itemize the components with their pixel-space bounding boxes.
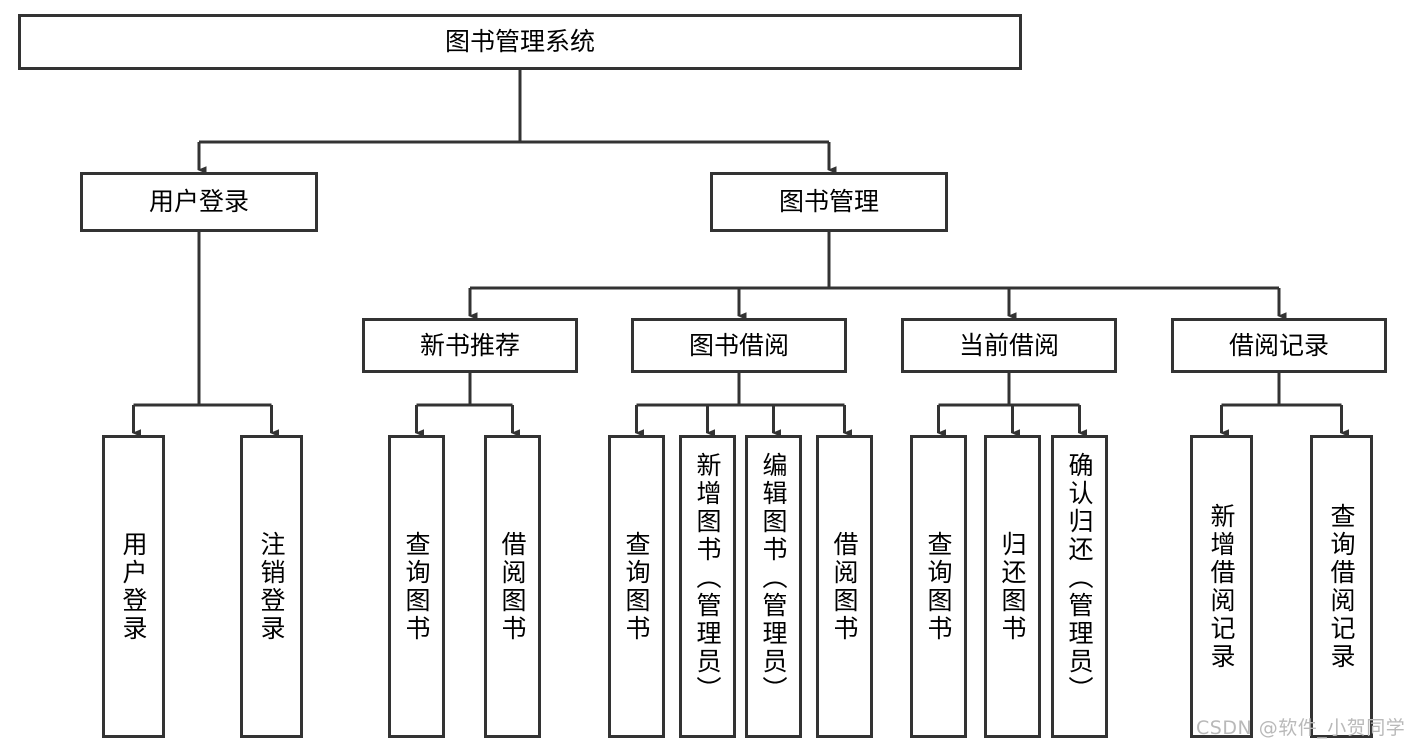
node-root[interactable]: 图书管理系统 — [18, 14, 1022, 70]
node-label: 确认归还（管理员） — [1065, 452, 1094, 704]
node-label: 借阅图书 — [830, 530, 859, 643]
node-label: 查询图书 — [402, 530, 431, 643]
node-label: 图书管理系统 — [444, 27, 595, 57]
csdn-watermark: CSDN @软件_小贺同学 — [1196, 717, 1405, 739]
node-book-manage[interactable]: 图书管理 — [710, 172, 948, 232]
node-label: 编辑图书（管理员） — [759, 452, 788, 704]
node-leaf-cb-query-book[interactable]: 查询图书 — [910, 435, 967, 738]
node-leaf-br-query-record[interactable]: 查询借阅记录 — [1310, 435, 1373, 738]
node-leaf-br-add-record[interactable]: 新增借阅记录 — [1190, 435, 1253, 738]
node-label: 当前借阅 — [958, 330, 1059, 360]
node-leaf-cb-return-book[interactable]: 归还图书 — [984, 435, 1041, 738]
node-leaf-bb-add-book[interactable]: 新增图书（管理员） — [679, 435, 736, 738]
node-leaf-rec-query-book[interactable]: 查询图书 — [388, 435, 445, 738]
node-leaf-user-login[interactable]: 用户登录 — [102, 435, 165, 738]
node-current-borrow[interactable]: 当前借阅 — [901, 318, 1117, 373]
node-label: 查询图书 — [622, 530, 651, 643]
node-book-borrow[interactable]: 图书借阅 — [631, 318, 847, 373]
node-label: 图书借阅 — [688, 330, 789, 360]
node-label: 图书管理 — [778, 187, 879, 217]
node-label: 注销登录 — [257, 530, 286, 643]
node-label: 新增借阅记录 — [1207, 502, 1236, 671]
node-user-login[interactable]: 用户登录 — [80, 172, 318, 232]
node-label: 借阅图书 — [498, 530, 527, 643]
node-label: 查询图书 — [924, 530, 953, 643]
node-leaf-rec-borrow-book[interactable]: 借阅图书 — [484, 435, 541, 738]
node-leaf-user-logout[interactable]: 注销登录 — [240, 435, 303, 738]
node-label: 归还图书 — [998, 530, 1027, 643]
node-label: 借阅记录 — [1228, 330, 1329, 360]
node-label: 新书推荐 — [419, 330, 520, 360]
node-leaf-cb-confirm-return[interactable]: 确认归还（管理员） — [1051, 435, 1108, 738]
node-label: 用户登录 — [148, 187, 249, 217]
node-borrow-record[interactable]: 借阅记录 — [1171, 318, 1387, 373]
node-leaf-bb-edit-book[interactable]: 编辑图书（管理员） — [745, 435, 802, 738]
node-label: 新增图书（管理员） — [693, 452, 722, 704]
node-label: 用户登录 — [119, 530, 148, 643]
node-new-book-rec[interactable]: 新书推荐 — [362, 318, 578, 373]
node-leaf-bb-borrow-book[interactable]: 借阅图书 — [816, 435, 873, 738]
node-leaf-bb-query-book[interactable]: 查询图书 — [608, 435, 665, 738]
node-label: 查询借阅记录 — [1327, 502, 1356, 671]
